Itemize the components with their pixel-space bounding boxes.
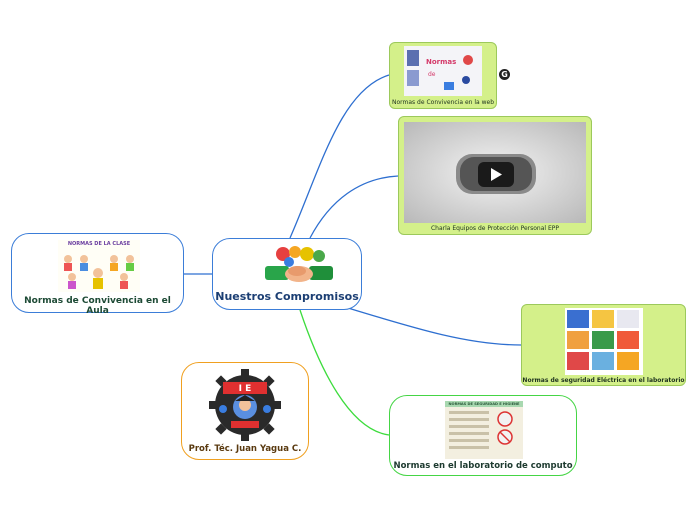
handshake-icon bbox=[265, 246, 333, 282]
topic-normas-web[interactable]: Normas de Normas de Convivencia en la we… bbox=[389, 42, 497, 109]
children-illustration bbox=[64, 255, 134, 289]
elec-label: Normas de seguridad Eléctrica en el labo… bbox=[522, 377, 685, 384]
svg-text:Normas: Normas bbox=[426, 58, 456, 66]
lab-image: NORMAS DE SEGURIDAD E HIGIENE bbox=[445, 401, 523, 459]
video-thumbnail[interactable] bbox=[404, 122, 586, 223]
link-web bbox=[289, 74, 390, 239]
google-icon[interactable]: G bbox=[499, 69, 510, 80]
school-logo-icon: I E bbox=[209, 369, 281, 441]
link-elec bbox=[347, 307, 522, 346]
topic-normas-aula[interactable]: NORMAS DE LA CLASE Normas de Convivencia… bbox=[11, 233, 184, 316]
topic-normas-laboratorio[interactable]: NORMAS DE SEGURIDAD E HIGIENE Normas en … bbox=[389, 395, 577, 476]
aula-image: NORMAS DE LA CLASE bbox=[58, 240, 140, 292]
play-icon[interactable] bbox=[404, 122, 586, 223]
link-charla bbox=[309, 175, 399, 239]
central-topic[interactable]: Nuestros Compromisos bbox=[212, 238, 362, 310]
lab-rules-illustration bbox=[449, 411, 513, 449]
svg-text:de: de bbox=[428, 71, 436, 78]
web-image: Normas de bbox=[404, 46, 482, 96]
logo-text: I E bbox=[239, 384, 252, 394]
topic-seguridad-electrica[interactable]: Normas de seguridad Eléctrica en el labo… bbox=[521, 304, 686, 386]
lab-image-title: NORMAS DE SEGURIDAD E HIGIENE bbox=[445, 401, 523, 407]
lab-label: Normas en el laboratorio de computo bbox=[393, 461, 573, 471]
link-lab bbox=[299, 309, 390, 436]
topic-profesor[interactable]: I E Prof. Téc. Juan Yagua C. bbox=[181, 362, 309, 460]
charla-label: Charla Equipos de Protección Personal EP… bbox=[430, 225, 560, 232]
prof-label: Prof. Téc. Juan Yagua C. bbox=[188, 444, 302, 454]
topic-charla-epp[interactable]: Charla Equipos de Protección Personal EP… bbox=[398, 116, 592, 235]
web-label: Normas de Convivencia en la web bbox=[391, 99, 495, 106]
electrical-safety-image bbox=[565, 308, 643, 375]
aula-label: Normas de Convivencia en el Aula bbox=[24, 296, 171, 316]
aula-image-title: NORMAS DE LA CLASE bbox=[67, 241, 131, 247]
central-label: Nuestros Compromisos bbox=[215, 290, 359, 303]
